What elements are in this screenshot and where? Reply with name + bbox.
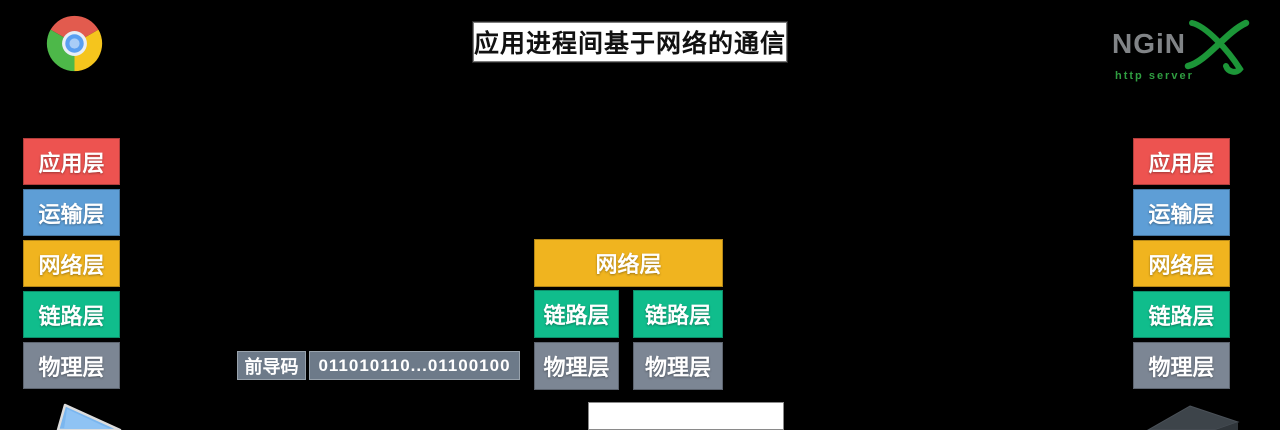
layer-label: 网络层 <box>38 252 105 278</box>
router-link-layer-right: 链路层 <box>633 290 723 338</box>
layer-physical-right: 物理层 <box>1133 342 1230 389</box>
nginx-logo: NGiN http server <box>1112 16 1268 82</box>
layer-label: 链路层 <box>38 303 105 329</box>
layer-label: 物理层 <box>1148 354 1215 380</box>
page-title: 应用进程间基于网络的通信 <box>474 30 787 58</box>
router-link-layer-left: 链路层 <box>534 290 619 338</box>
nginx-x-icon <box>1184 19 1250 75</box>
laptop-icon <box>56 403 122 430</box>
protocol-stack-right: 应用层 运输层 网络层 链路层 物理层 <box>1133 138 1230 393</box>
layer-network-right: 网络层 <box>1133 240 1230 287</box>
layer-label: 物理层 <box>644 355 711 380</box>
layer-label: 物理层 <box>38 354 105 380</box>
layer-label: 链路层 <box>543 303 610 328</box>
bottom-white-panel <box>588 402 784 430</box>
layer-application-left: 应用层 <box>23 138 120 185</box>
server-icon <box>1146 405 1240 430</box>
layer-application-right: 应用层 <box>1133 138 1230 185</box>
layer-link-left: 链路层 <box>23 291 120 338</box>
chrome-icon <box>46 15 103 72</box>
title-banner: 应用进程间基于网络的通信 <box>473 22 787 62</box>
layer-network-left: 网络层 <box>23 240 120 287</box>
preamble-bits-box: 011010110...01100100 <box>309 351 520 380</box>
router-physical-layer-left: 物理层 <box>534 342 619 390</box>
router-physical-layer-right: 物理层 <box>633 342 723 390</box>
preamble-bits: 011010110...01100100 <box>318 355 511 375</box>
nginx-subtitle: http server <box>1115 70 1194 82</box>
layer-label: 链路层 <box>644 303 711 328</box>
layer-label: 运输层 <box>38 201 105 227</box>
router-network-layer: 网络层 <box>534 239 723 287</box>
nginx-wordmark: NGiN <box>1112 28 1186 59</box>
layer-label: 应用层 <box>38 150 105 176</box>
layer-link-right: 链路层 <box>1133 291 1230 338</box>
preamble-label: 前导码 <box>244 356 299 377</box>
layer-label: 网络层 <box>595 252 662 277</box>
layer-transport-right: 运输层 <box>1133 189 1230 236</box>
layer-label: 物理层 <box>543 355 610 380</box>
layer-label: 链路层 <box>1148 303 1215 329</box>
layer-label: 运输层 <box>1148 201 1215 227</box>
layer-label: 应用层 <box>1148 150 1215 176</box>
chrome-logo <box>45 14 104 73</box>
layer-transport-left: 运输层 <box>23 189 120 236</box>
protocol-stack-left: 应用层 运输层 网络层 链路层 物理层 <box>23 138 120 393</box>
layer-label: 网络层 <box>1148 252 1215 278</box>
layer-physical-left: 物理层 <box>23 342 120 389</box>
preamble-label-box: 前导码 <box>237 351 306 380</box>
